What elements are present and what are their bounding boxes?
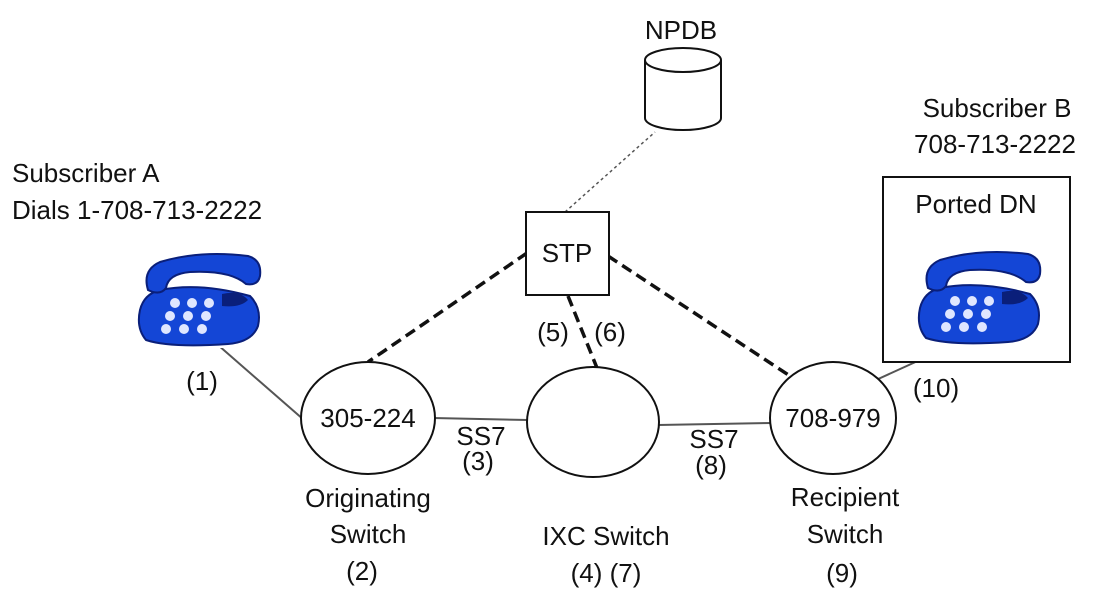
- ported-dn-label: Ported DN: [915, 189, 1036, 219]
- signal-stp-to-ixc: [566, 295, 599, 369]
- step-3: (3): [462, 446, 494, 476]
- ss7-link-label-right: SS7: [689, 424, 738, 454]
- recipient-switch-code: 708-979: [785, 403, 880, 433]
- step-1: (1): [186, 366, 218, 396]
- link-ixc-to-recipient: [657, 422, 773, 426]
- originating-switch: [300, 361, 436, 475]
- originating-switch-code: 305-224: [320, 403, 415, 433]
- originating-caption-line2: Switch: [330, 519, 407, 549]
- telephone-icon: [130, 248, 266, 348]
- originating-step: (2): [346, 556, 378, 586]
- step-5: (5): [537, 317, 569, 347]
- step-6: (6): [594, 317, 626, 347]
- recipient-switch: [769, 361, 897, 475]
- subscriber-b-name: Subscriber B: [923, 93, 1072, 123]
- telephone-icon: [910, 246, 1046, 346]
- ixc-switch: [526, 366, 660, 478]
- ixc-caption: IXC Switch: [542, 521, 669, 551]
- stp-label: STP: [542, 238, 593, 268]
- subscriber-b-number: 708-713-2222: [914, 129, 1076, 159]
- step-8: (8): [695, 450, 727, 480]
- subscriber-a-name: Subscriber A: [12, 158, 160, 188]
- recipient-step: (9): [826, 558, 858, 588]
- ixc-steps: (4) (7): [571, 558, 642, 588]
- step-10: (10): [913, 373, 959, 403]
- subscriber-a-dialed: Dials 1-708-713-2222: [12, 195, 262, 225]
- link-phone-a-to-originating: [217, 344, 305, 421]
- recipient-caption-line2: Switch: [807, 519, 884, 549]
- signal-stp-to-originating: [367, 251, 528, 364]
- stp-box: [525, 211, 610, 296]
- originating-caption-line1: Originating: [305, 483, 431, 513]
- ss7-link-label-left: SS7: [456, 421, 505, 451]
- signal-stp-to-recipient: [607, 254, 791, 378]
- recipient-caption-line1: Recipient: [791, 482, 900, 512]
- database-cylinder-icon: [644, 47, 722, 131]
- link-originating-to-ixc: [432, 417, 529, 421]
- link-stp-to-npdb: [564, 131, 656, 213]
- npdb-label: NPDB: [645, 15, 717, 45]
